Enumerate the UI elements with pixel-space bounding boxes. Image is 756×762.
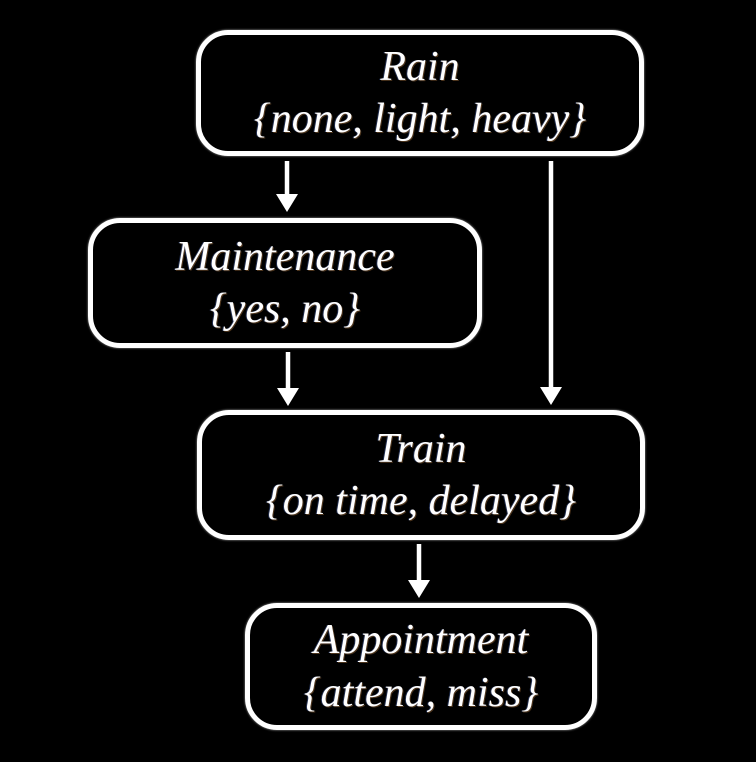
node-maintenance-label: Maintenance bbox=[175, 233, 395, 280]
node-appointment: Appointment {attend, miss} bbox=[245, 603, 597, 730]
node-maintenance-domain: {yes, no} bbox=[209, 286, 361, 332]
edge-rain-to-train-arrow bbox=[540, 161, 562, 405]
node-appointment-domain: {attend, miss} bbox=[303, 669, 539, 716]
node-rain-label: Rain bbox=[380, 43, 460, 90]
node-rain-domain: {none, light, heavy} bbox=[253, 96, 587, 142]
node-maintenance: Maintenance {yes, no} bbox=[88, 218, 482, 348]
edge-maintenance-to-train-arrow bbox=[277, 352, 299, 406]
node-train-domain: {on time, delayed} bbox=[266, 478, 576, 524]
node-train: Train {on time, delayed} bbox=[197, 410, 645, 540]
edge-rain-to-maintenance-arrow bbox=[276, 161, 298, 212]
node-appointment-label: Appointment bbox=[313, 617, 529, 664]
edge-train-to-appointment-arrow bbox=[408, 544, 430, 598]
node-train-label: Train bbox=[375, 425, 467, 472]
node-rain: Rain {none, light, heavy} bbox=[196, 30, 644, 156]
